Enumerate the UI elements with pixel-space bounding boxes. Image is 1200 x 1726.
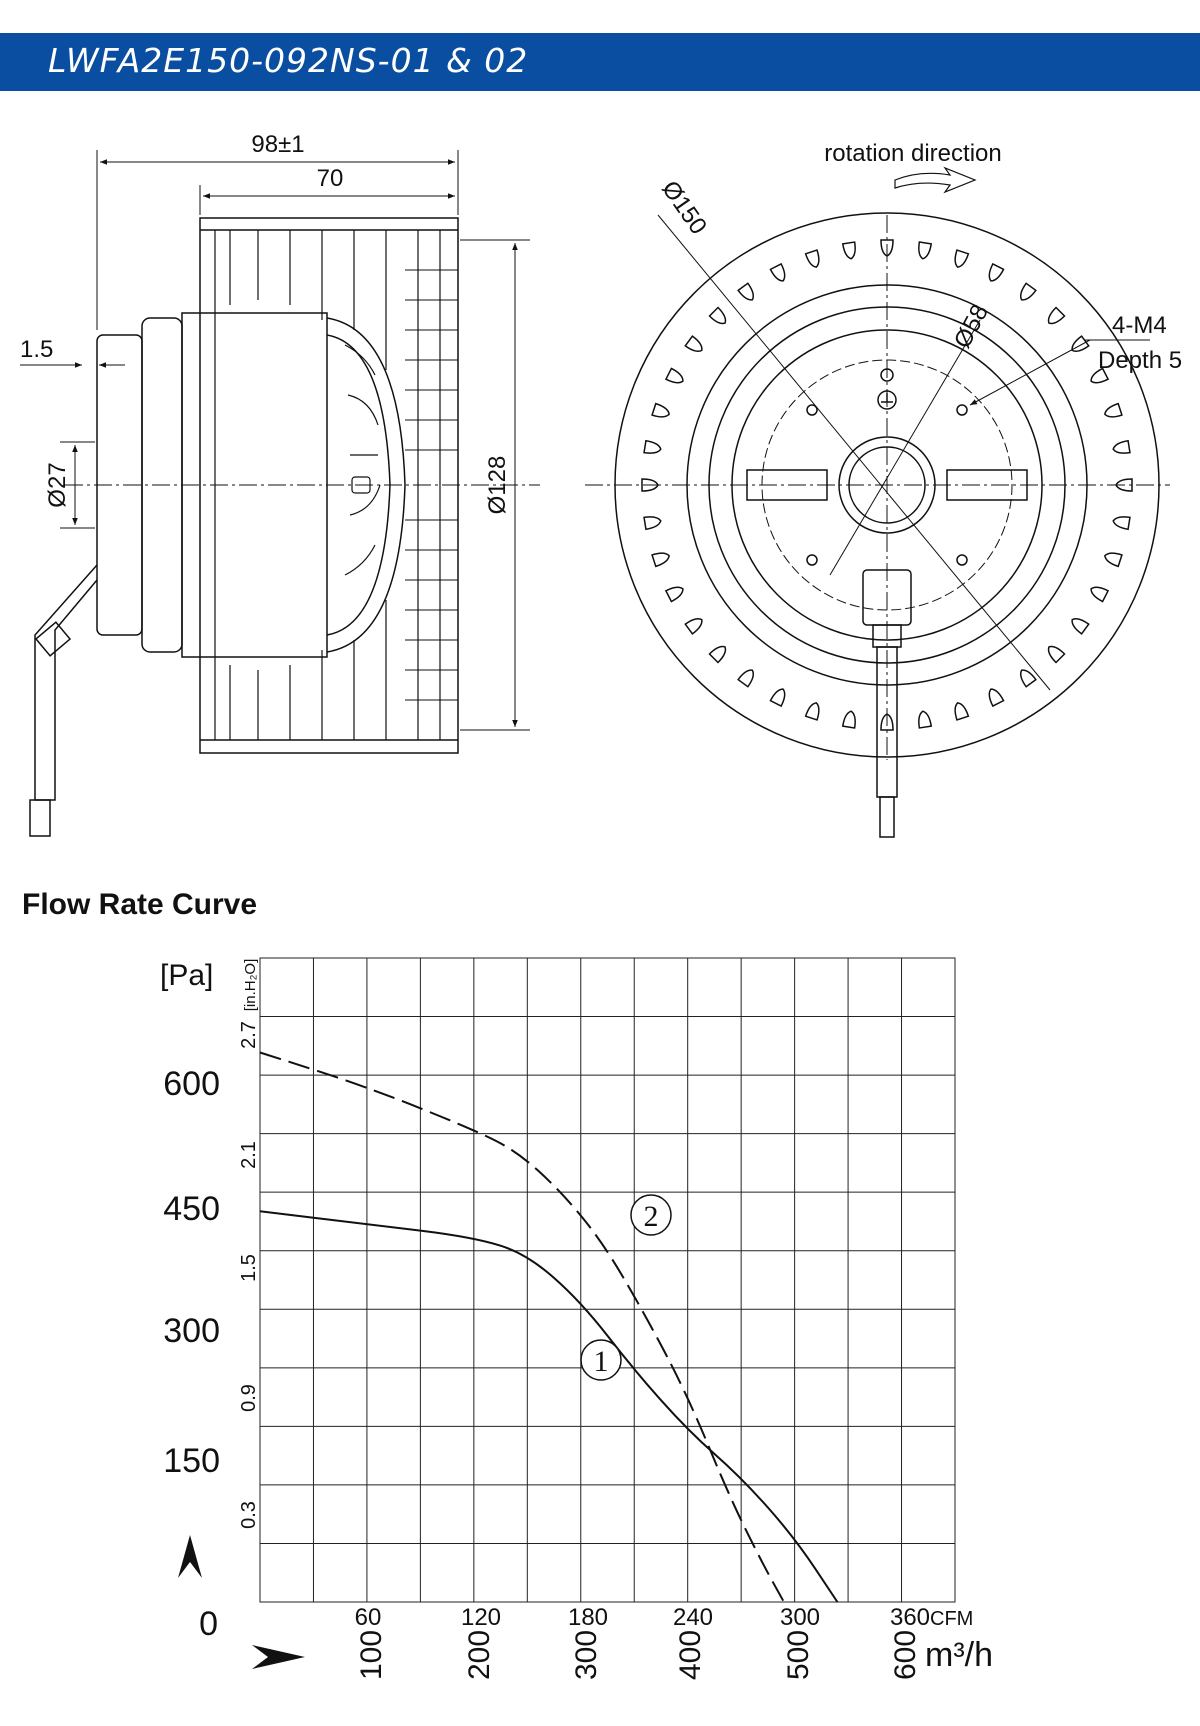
blade-slot xyxy=(1071,617,1090,635)
blade-slot xyxy=(1090,586,1110,603)
blade-slot xyxy=(737,282,755,301)
blade-slot xyxy=(880,239,894,257)
blade-slot xyxy=(918,710,933,729)
blade-slot xyxy=(664,586,684,603)
y-tick-label-inh2o: 0.3 xyxy=(238,1501,260,1529)
blade-slot xyxy=(641,478,659,492)
y-tick-label-inh2o: 1.5 xyxy=(238,1254,260,1282)
y-tick-label-inh2o: 0.9 xyxy=(238,1384,260,1412)
blade-slot xyxy=(1019,282,1037,301)
section-title: Flow Rate Curve xyxy=(22,888,258,921)
blade-slot xyxy=(804,702,820,721)
dim-overall-width: 98±1 xyxy=(251,131,304,158)
blade-slot xyxy=(684,335,703,353)
series-callout-label: 1 xyxy=(594,1345,609,1378)
series-callout-circle xyxy=(630,1194,672,1236)
blade-slot xyxy=(643,516,662,531)
series-line-1 xyxy=(259,1210,839,1603)
blade-slot xyxy=(684,617,703,635)
front-view xyxy=(585,166,1170,838)
y-tick-label-pa: 300 xyxy=(163,1312,220,1350)
blade-slot xyxy=(1071,335,1090,353)
y-axis-arrow-icon xyxy=(178,1535,202,1578)
x-tick-label-m3h: 100 xyxy=(355,1630,388,1680)
blade-slot xyxy=(841,710,856,729)
chart-series xyxy=(259,1051,839,1603)
blade-slot-ring xyxy=(641,239,1133,731)
blade-slot xyxy=(988,262,1005,282)
x-unit-cfm: CFM xyxy=(930,1608,973,1630)
blade-slot xyxy=(1090,367,1110,384)
blade-slot xyxy=(651,402,670,418)
x-tick-label-cfm: 240 xyxy=(673,1604,713,1631)
title-banner: LWFA2E150-092NS-01 & 02 xyxy=(0,33,1200,91)
x-unit-m3h: m³/h xyxy=(925,1636,993,1674)
series-callout-circle xyxy=(580,1339,622,1381)
mount-thread: 4-M4 xyxy=(1112,312,1167,339)
dim-wheel-width: 70 xyxy=(317,165,344,192)
series-line-2 xyxy=(259,1051,785,1603)
x-tick-label-m3h: 500 xyxy=(782,1630,815,1680)
x-axis-arrow-icon xyxy=(252,1645,305,1669)
side-view xyxy=(20,150,540,837)
y-tick-label-pa: 600 xyxy=(163,1065,220,1103)
blade-slot xyxy=(1019,669,1037,688)
blade-slot xyxy=(988,688,1005,708)
y-tick-label-pa: 150 xyxy=(163,1442,220,1480)
blade-slot xyxy=(769,262,786,282)
blade-slot xyxy=(708,306,727,325)
blade-slot xyxy=(1112,439,1131,454)
blade-slot xyxy=(1112,516,1131,531)
blade-slot xyxy=(1047,645,1066,664)
dim-wheel-dia: Ø128 xyxy=(484,456,511,515)
plot-frame xyxy=(259,957,956,1603)
x-tick-label-m3h: 200 xyxy=(463,1630,496,1680)
series-callout-label: 2 xyxy=(644,1200,659,1233)
model-title: LWFA2E150-092NS-01 & 02 xyxy=(48,41,529,80)
blade-slot xyxy=(769,688,786,708)
blade-slot xyxy=(1104,402,1123,418)
blade-slot xyxy=(1047,306,1066,325)
x-tick-label-cfm: 180 xyxy=(568,1604,608,1631)
y-tick-label-inh2o: 2.1 xyxy=(238,1141,260,1169)
blade-slot xyxy=(664,367,684,384)
rotation-label: rotation direction xyxy=(824,140,1001,167)
dim-offset: 1.5 xyxy=(20,336,53,363)
x-tick-label-cfm: 360 xyxy=(890,1604,930,1631)
dim-shaft-dia: Ø27 xyxy=(44,462,71,507)
y-unit-inh2o: [in.H₂O] xyxy=(242,959,259,1012)
blade-slot xyxy=(737,669,755,688)
blade-slot xyxy=(918,241,933,260)
blade-slot xyxy=(954,249,970,268)
y-unit-pa: [Pa] xyxy=(160,959,213,992)
y-tick-label-pa: 0 xyxy=(199,1605,218,1643)
y-tick-label-inh2o: 2.7 xyxy=(238,1021,260,1049)
blade-slot xyxy=(804,249,820,268)
mount-depth: Depth 5 xyxy=(1098,347,1182,374)
blade-slot xyxy=(1115,478,1133,492)
x-tick-label-m3h: 600 xyxy=(889,1630,922,1680)
y-tick-label-pa: 450 xyxy=(163,1190,220,1228)
blade-slot xyxy=(708,645,727,664)
blade-slot xyxy=(1104,552,1123,568)
x-tick-label-cfm: 60 xyxy=(355,1604,382,1631)
blade-slot xyxy=(841,241,856,260)
x-tick-label-cfm: 120 xyxy=(461,1604,501,1631)
x-tick-label-m3h: 400 xyxy=(674,1630,707,1680)
blade-slot xyxy=(651,552,670,568)
blade-slot xyxy=(643,439,662,454)
x-tick-label-m3h: 300 xyxy=(570,1630,603,1680)
blade-slot xyxy=(880,713,894,731)
blade-slot xyxy=(954,702,970,721)
chart-grid xyxy=(259,957,956,1603)
x-tick-label-cfm: 300 xyxy=(780,1604,820,1631)
